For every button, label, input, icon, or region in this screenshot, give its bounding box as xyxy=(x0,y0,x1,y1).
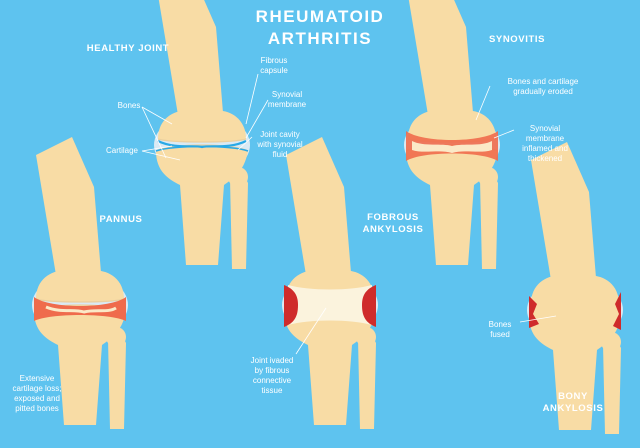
fibrous-capsule-line-1: Fibrous xyxy=(260,56,288,65)
bony-ankylosis-joint xyxy=(526,141,624,435)
fibrous-capsule-line-2: capsule xyxy=(260,66,288,75)
cartilage-loss-line-4: pitted bones xyxy=(15,404,59,413)
inflamed-line-4: thickened xyxy=(527,154,563,163)
fibrous-tissue-line-2: by fibrous xyxy=(254,366,290,375)
fibrous-heading-line-2: ANKYLOSIS xyxy=(362,224,424,235)
bones-label: Bones xyxy=(117,101,141,110)
fibrous-ankylosis-joint xyxy=(281,136,379,430)
pannus-joint xyxy=(31,136,129,430)
eroded-label: Bones and cartilage gradually eroded xyxy=(498,77,588,97)
synovitis-heading: SYNOVITIS xyxy=(488,34,546,45)
joint-cavity-label: Joint cavity with synovial fluid xyxy=(250,130,310,160)
title-line-1: RHEUMATOID xyxy=(255,7,385,26)
fibrous-tissue-label: Joint ivaded by fibrous connective tissu… xyxy=(240,356,304,396)
bony-heading-line-1: BONY xyxy=(558,391,588,402)
joint-cavity-line-1: Joint cavity xyxy=(260,130,300,139)
cartilage-label: Cartilage xyxy=(105,146,138,155)
eroded-line-2: gradually eroded xyxy=(513,87,573,96)
synovial-membrane-line-1: Synovial xyxy=(271,90,303,99)
synovial-membrane-line-2: membrane xyxy=(267,100,307,109)
eroded-line-1: Bones and cartilage xyxy=(507,77,579,86)
inflamed-line-3: inflamed and xyxy=(522,144,568,153)
synovial-membrane-label: Synovial membrane xyxy=(262,90,312,110)
synovitis-joint xyxy=(403,0,501,270)
fibrous-ankylosis-heading: FOBROUS ANKYLOSIS xyxy=(348,212,438,236)
fibrous-tissue-line-3: connective xyxy=(252,376,292,385)
inflamed-line-2: membrane xyxy=(525,134,565,143)
bony-ankylosis-heading: BONY ANKYLOSIS xyxy=(528,391,618,415)
cartilage-loss-line-3: exposed and xyxy=(14,394,60,403)
healthy-joint-heading: HEALTHY JOINT xyxy=(86,43,170,54)
fibrous-tissue-line-4: tissue xyxy=(261,386,283,395)
joint-cavity-line-2: with synovial xyxy=(257,140,303,149)
fibrous-capsule-label: Fibrous capsule xyxy=(252,56,296,76)
fibrous-tissue-line-1: Joint ivaded xyxy=(250,356,294,365)
bones-fused-label: Bones fused xyxy=(480,320,520,340)
cartilage-loss-line-1: Extensive xyxy=(19,374,55,383)
bones-fused-line-1: Bones xyxy=(488,320,512,329)
bones-fused-line-2: fused xyxy=(490,330,510,339)
title-line-2: ARTHRITIS xyxy=(267,29,373,48)
cartilage-loss-label: Extensive cartilage loss; exposed and pi… xyxy=(2,374,72,414)
inflamed-membrane-label: Synovial membrane inflamed and thickened xyxy=(510,124,580,164)
leader-lines xyxy=(141,73,557,355)
pannus-heading: PANNUS xyxy=(99,214,143,225)
fibrous-heading-line-1: FOBROUS xyxy=(367,212,419,223)
cartilage-loss-line-2: cartilage loss; xyxy=(12,384,62,393)
joint-cavity-line-3: fluid xyxy=(272,150,288,159)
page-title: RHEUMATOID ARTHRITIS xyxy=(200,6,440,50)
inflamed-line-1: Synovial xyxy=(529,124,561,133)
bony-heading-line-2: ANKYLOSIS xyxy=(542,403,604,414)
